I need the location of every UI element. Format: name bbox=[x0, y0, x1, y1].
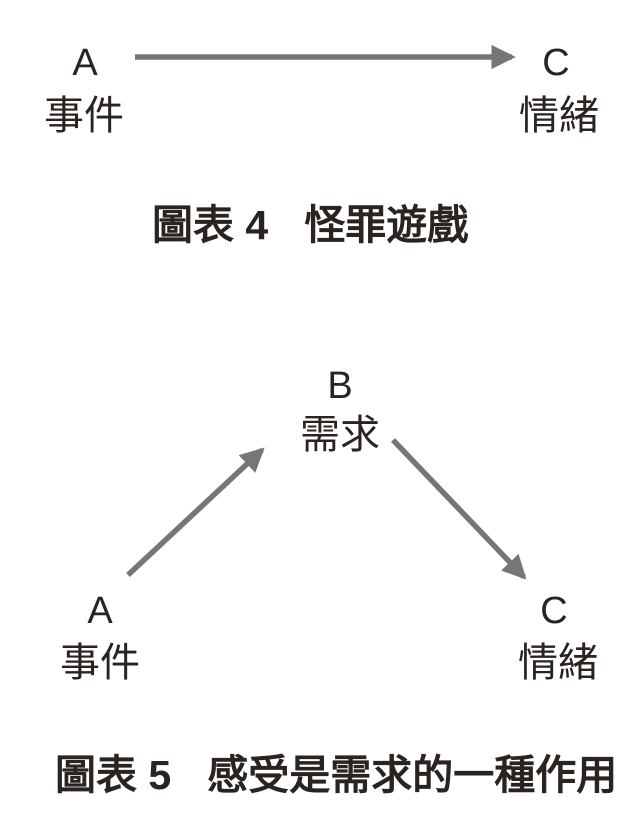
figure5-caption: 圖表 5 感受是需求的一種作用 bbox=[55, 755, 617, 796]
figure5-node-a-letter: A bbox=[87, 590, 113, 632]
arrow-need-to-emotion-icon bbox=[391, 438, 527, 580]
figure4-node-a-label: 事件 bbox=[44, 94, 124, 138]
figure5-node-b-label: 需求 bbox=[300, 413, 380, 457]
figure5-node-c-letter: C bbox=[540, 590, 568, 632]
figure5-node-b-letter: B bbox=[327, 365, 353, 407]
figure4-node-c-letter: C bbox=[542, 42, 570, 84]
figure4-node-c-label: 情緒 bbox=[519, 94, 599, 138]
figure4-node-a-letter: A bbox=[72, 42, 98, 84]
figure5-caption-number: 圖表 5 bbox=[55, 752, 172, 798]
arrow-event-to-need-icon bbox=[126, 447, 265, 578]
figure5-caption-title: 感受是需求的一種作用 bbox=[207, 752, 618, 798]
figure4-caption-number: 圖表 4 bbox=[152, 202, 269, 248]
figure5-node-a-label: 事件 bbox=[60, 641, 140, 685]
figure5-node-c-label: 情緒 bbox=[518, 641, 598, 685]
figure4-caption-title: 怪罪遊戲 bbox=[304, 202, 469, 248]
figure4-caption: 圖表 4 怪罪遊戲 bbox=[152, 205, 468, 246]
